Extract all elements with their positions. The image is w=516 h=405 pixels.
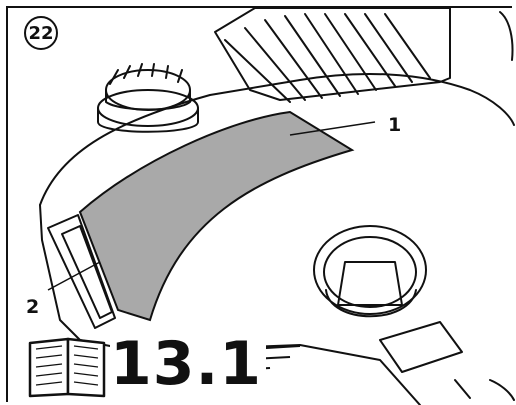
button-pad: [379, 321, 463, 373]
vent-grille: [214, 7, 451, 103]
adjustment-knob: [97, 63, 199, 133]
callout-2-label: 2: [26, 296, 40, 318]
housing-outline: [39, 73, 515, 206]
reference-section-number: 13.1: [110, 334, 267, 394]
dial-edge: [499, 11, 514, 61]
open-book-icon: [28, 337, 106, 398]
callout-2-leader: [47, 261, 101, 291]
highlight-area: [78, 110, 355, 322]
callout-1-leader: [289, 121, 376, 136]
window-frame: [47, 214, 116, 329]
step-number-badge: 22: [24, 16, 58, 50]
callout-1-label: 1: [388, 114, 402, 136]
receptacle: [313, 225, 427, 318]
